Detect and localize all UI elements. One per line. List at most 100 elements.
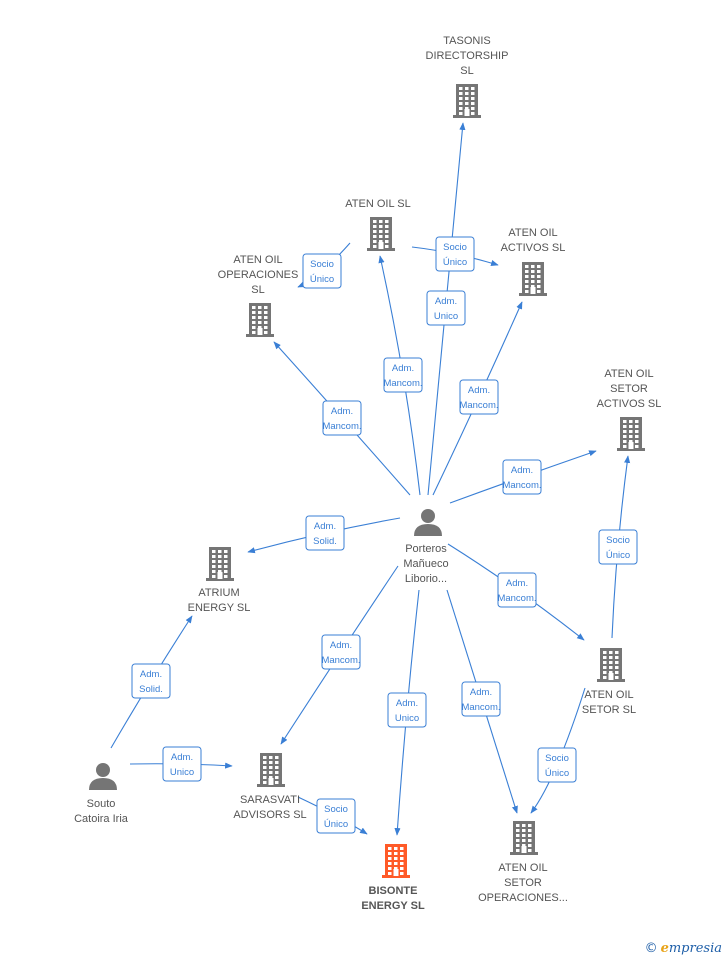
edge-label-line: Adm. [511, 465, 533, 476]
edge-label-line: Unico [395, 713, 419, 724]
node-label: ATEN OIL [233, 254, 282, 266]
edge-label-line: Único [310, 274, 334, 285]
edge-label-porteros-to-atenoiloperaciones[interactable]: Adm.Mancom. [322, 400, 362, 436]
edge-label-porteros-to-atenoilactivos[interactable]: Adm.Mancom. [459, 379, 499, 415]
node-label: ADVISORS SL [233, 809, 306, 821]
edge-label-line: Socio [443, 242, 467, 253]
edge-label-porteros-to-atenoilsetoractivos[interactable]: Adm.Mancom. [502, 459, 542, 495]
edge-label-line: Adm. [396, 698, 418, 709]
node-label: ATEN OIL [604, 368, 653, 380]
node-label: SETOR [504, 877, 542, 889]
edge-label-line: Único [545, 768, 569, 779]
building-icon [597, 648, 625, 682]
node-label: ACTIVOS SL [597, 398, 662, 410]
node-label: ENERGY SL [361, 900, 425, 912]
edge-label-porteros-to-bisonte[interactable]: Adm. Unico [387, 692, 427, 728]
edge-label-line: Mancom. [461, 702, 500, 713]
edge-label-line: Mancom. [383, 378, 422, 389]
node-atenoilsetoroperaciones[interactable]: ATEN OIL SETOR OPERACIONES... [478, 821, 568, 904]
node-label: ACTIVOS SL [501, 242, 566, 254]
edge-label-line: Adm. [506, 578, 528, 589]
node-porteros[interactable]: PorterosMañuecoLiborio... [403, 509, 449, 585]
node-label: ATEN OIL [584, 689, 633, 701]
edge-label-line: Adm. [314, 521, 336, 532]
empresia-watermark: ©empresia [645, 941, 722, 956]
node-label: ATRIUM [198, 587, 239, 599]
node-atenoilsetoractivos[interactable]: ATEN OIL SETOR ACTIVOS SL [597, 368, 662, 451]
edge-label-line: Adm. [171, 752, 193, 763]
edge-label-line: Socio [545, 753, 569, 764]
node-tasonis[interactable]: TASONIS DIRECTORSHIP SL [426, 35, 509, 118]
node-label: ENERGY SL [188, 602, 251, 614]
edge-labels-layer: Adm.UnicoAdm.Mancom.Adm.Mancom.Adm.Manco… [131, 236, 638, 834]
node-label: ATEN OIL SL [345, 198, 410, 210]
node-atrium[interactable]: ATRIUM ENERGY SL [188, 547, 251, 614]
edge-label-line: Único [606, 550, 630, 561]
node-atenoilactivos[interactable]: ATEN OIL ACTIVOS SL [501, 227, 566, 296]
edge-label-porteros-to-atenoilsetor[interactable]: Adm. Mancom. [497, 572, 537, 608]
node-label: Mañueco [403, 558, 448, 570]
edge-label-line: Adm. [140, 669, 162, 680]
node-label: OPERACIONES... [478, 892, 568, 904]
building-icon [206, 547, 234, 581]
node-label: Souto [87, 798, 116, 810]
building-icon [519, 262, 547, 296]
edge-label-line: Socio [324, 804, 348, 815]
building-icon [453, 84, 481, 118]
node-label: Catoira Iria [74, 813, 129, 825]
node-label: ATEN OIL [508, 227, 557, 239]
edge-label-line: Mancom. [497, 593, 536, 604]
edge-label-porteros-to-atenoilsetoroperaciones[interactable]: Adm. Mancom. [461, 681, 501, 717]
copyright-symbol: © [644, 941, 658, 956]
node-label: DIRECTORSHIP [426, 50, 509, 62]
node-atenoiloperaciones[interactable]: ATEN OIL OPERACIONES SL [218, 254, 299, 337]
edge-label-line: Adm. [470, 687, 492, 698]
edge-label-line: Adm. [392, 363, 414, 374]
edge-label-souto-to-atrium[interactable]: Adm. Solid. [131, 663, 171, 699]
building-icon [617, 417, 645, 451]
edge-label-line: Solid. [313, 536, 337, 547]
edge-label-porteros-to-atenoil[interactable]: Adm. Mancom. [383, 357, 423, 393]
edge-label-porteros-to-atrium[interactable]: Adm. Solid. [305, 515, 345, 551]
building-icon [510, 821, 538, 855]
node-label: SARASVATI [240, 794, 300, 806]
node-atenoilsetor[interactable]: ATEN OIL SETOR SL [582, 648, 636, 716]
edge-label-porteros-to-tasonis[interactable]: Adm.Unico [426, 290, 466, 326]
node-label: Liborio... [405, 573, 447, 585]
node-label: OPERACIONES [218, 269, 299, 281]
node-label: SETOR [610, 383, 648, 395]
edge-label-line: Unico [170, 767, 194, 778]
edge-label-line: Adm. [435, 296, 457, 307]
edge-label-line: Socio [606, 535, 630, 546]
building-icon [246, 303, 274, 337]
node-label: SL [460, 65, 473, 77]
brand-name: mpresia [668, 941, 722, 956]
edge-label-line: Mancom. [459, 400, 498, 411]
node-label: SETOR SL [582, 704, 636, 716]
person-icon [414, 509, 442, 536]
edge-label-souto-to-sarasvati[interactable]: Adm. Unico [162, 746, 202, 782]
node-label: TASONIS [443, 35, 490, 47]
node-label: Porteros [405, 543, 447, 555]
edge-label-line: Socio [310, 259, 334, 270]
edge-label-porteros-to-sarasvati[interactable]: Adm.Mancom. [321, 634, 361, 670]
edge-label-line: Único [324, 819, 348, 830]
node-sarasvati[interactable]: SARASVATI ADVISORS SL [233, 753, 307, 821]
building-icon [257, 753, 285, 787]
node-atenoil[interactable]: ATEN OIL SL [345, 198, 411, 251]
edge-label-line: Solid. [139, 684, 163, 695]
node-label: ATEN OIL [498, 862, 547, 874]
building-icon [382, 844, 410, 878]
node-label: SL [251, 284, 264, 296]
building-icon [367, 217, 395, 251]
edge-label-line: Mancom. [322, 421, 361, 432]
person-icon [89, 763, 117, 790]
